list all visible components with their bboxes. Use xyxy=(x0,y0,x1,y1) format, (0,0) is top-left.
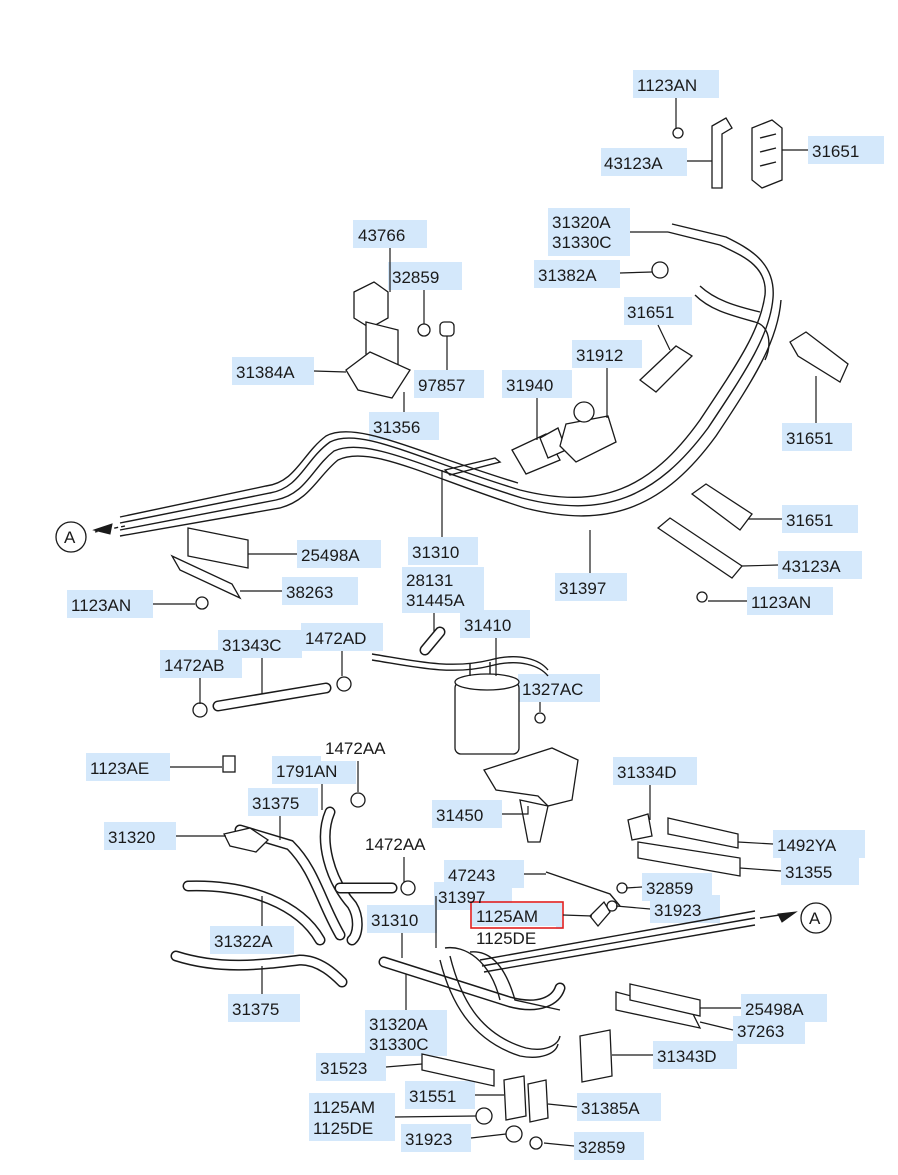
part-label: 31385A xyxy=(581,1099,640,1118)
part-label: 31320A xyxy=(552,213,611,232)
part-label: 31450 xyxy=(436,806,483,825)
part-label: 1327AC xyxy=(522,680,583,699)
part-label: 1123AE xyxy=(90,759,149,778)
part-label: 31940 xyxy=(506,376,553,395)
label-backgrounds xyxy=(67,70,884,1160)
part-label: 32859 xyxy=(578,1138,625,1157)
part-label: 31923 xyxy=(654,901,701,920)
lower-right-brackets xyxy=(545,813,741,1083)
part-label: 31397 xyxy=(438,888,485,907)
part-label: 1123AN xyxy=(751,593,811,612)
part-label: 1472AA xyxy=(325,739,386,758)
part-label: 31355 xyxy=(785,863,832,882)
part-label: 31310 xyxy=(371,911,418,930)
part-label: 43123A xyxy=(782,557,841,576)
part-label: 31923 xyxy=(405,1130,452,1149)
connector-callouts: A A xyxy=(55,521,832,934)
part-label: 97857 xyxy=(418,376,465,395)
part-label: 31445A xyxy=(406,591,465,610)
part-label: 25498A xyxy=(301,546,360,565)
top-bracket-group xyxy=(672,117,783,189)
part-label: 1123AN xyxy=(71,596,131,615)
part-label: 31523 xyxy=(320,1059,367,1078)
part-label: 31322A xyxy=(214,932,273,951)
part-label: 31551 xyxy=(409,1087,456,1106)
part-label: 1472AB xyxy=(164,656,225,675)
part-label: 38263 xyxy=(286,583,333,602)
part-label: 31651 xyxy=(786,511,833,530)
clips-31651 xyxy=(638,331,849,603)
part-label: 31330C xyxy=(552,233,612,252)
main-fuel-lines xyxy=(94,223,787,973)
part-label: 1125AM xyxy=(313,1098,375,1117)
part-label: 31384A xyxy=(236,363,295,382)
canister-31410 xyxy=(371,626,579,843)
leader-lines xyxy=(153,98,817,1147)
part-label: 31330C xyxy=(369,1035,429,1054)
lower-pipe-bundle xyxy=(378,946,566,1150)
part-label: 1125DE xyxy=(313,1119,373,1138)
part-label: 31375 xyxy=(252,794,299,813)
part-label: 28131 xyxy=(406,571,453,590)
part-label: 1791AN xyxy=(276,762,337,781)
part-label: 31310 xyxy=(412,543,459,562)
part-label: 37263 xyxy=(737,1022,784,1041)
part-label: 32859 xyxy=(392,268,439,287)
part-label: 1472AD xyxy=(305,629,366,648)
part-label: 31651 xyxy=(627,303,674,322)
part-label: 31320A xyxy=(369,1015,428,1034)
part-label: 31356 xyxy=(373,418,420,437)
clip-group-43766 xyxy=(345,281,455,399)
part-label: 1472AA xyxy=(365,835,426,854)
part-label: 31343C xyxy=(222,636,282,655)
part-label: 1125DE xyxy=(476,929,536,948)
part-label: 31382A xyxy=(538,266,597,285)
part-label: 43123A xyxy=(604,154,663,173)
callout-a-left: A xyxy=(64,528,76,547)
part-label: 32859 xyxy=(646,879,693,898)
part-label: 31334D xyxy=(617,763,677,782)
hoses-left xyxy=(170,676,416,988)
part-label: 31343D xyxy=(657,1047,717,1066)
part-label: 1492YA xyxy=(777,836,837,855)
part-label: 1123AN xyxy=(637,76,697,95)
part-label: 31320 xyxy=(108,828,155,847)
part-label: 43766 xyxy=(358,226,405,245)
callout-a-right: A xyxy=(809,909,821,928)
fuel-pump-31940 xyxy=(511,261,669,475)
part-label: 31651 xyxy=(786,429,833,448)
part-label: 31912 xyxy=(576,346,623,365)
part-labels: 1123AN 43123A 31651 43766 32859 31320A 3… xyxy=(71,76,859,1157)
part-label: 31410 xyxy=(464,616,511,635)
part-label: 31375 xyxy=(232,1000,279,1019)
part-label-highlighted: 1125AM xyxy=(476,907,538,926)
part-label: 25498A xyxy=(745,1000,804,1019)
part-label: 31397 xyxy=(559,579,606,598)
part-label: 31651 xyxy=(812,142,859,161)
part-label: 47243 xyxy=(448,866,495,885)
clip-25498A-left xyxy=(170,527,249,610)
